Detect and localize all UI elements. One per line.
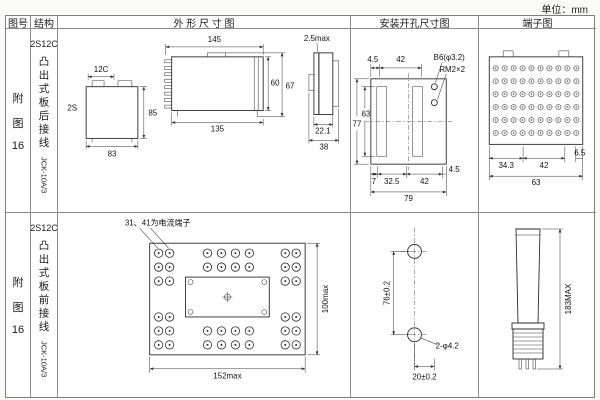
relay-front-outline (149, 242, 306, 356)
col-header-structure: 结构 (31, 16, 58, 29)
dim-height-total: 77 (353, 119, 362, 128)
dim-top-pitch: 42 (396, 55, 405, 64)
hole-diameter-label: 2-φ4.2 (436, 342, 459, 351)
wiring-type: 凸出式板前接线 (37, 240, 50, 335)
dim-total-height-max: 183MAX (564, 283, 573, 314)
terminal-cell-row2: 183MAX (479, 213, 596, 397)
relay-series: JCK-10A/3 (39, 340, 49, 377)
dim-flange-thickness: 2.5max (304, 34, 330, 43)
dim-top-offset: 4.5 (367, 55, 379, 64)
thread-spec-label: RM2×2 (439, 65, 465, 74)
terminal-diagram-front: 183MAX (511, 228, 573, 370)
dim-bottom-3: 42 (420, 177, 429, 186)
outline-drawing-front-wiring: 31、41为电流端子 (125, 217, 330, 381)
dim-height-inner: 63 (361, 110, 370, 119)
dim-side-top-width: 145 (208, 35, 222, 44)
fig-char-1: 附 (12, 92, 24, 105)
dim-label-2s: 2S (67, 104, 77, 113)
dim-hole-pitch: 76±0.2 (383, 281, 392, 305)
dim-bottom-2: 32.5 (384, 177, 400, 186)
current-terminal-note: 31、41为电流端子 (125, 217, 191, 227)
fig-number: 16 (11, 139, 25, 152)
dim-end-depth1: 22.1 (315, 126, 331, 135)
hole-spec-label: B6(φ3.2) (434, 53, 465, 62)
fig-char-2: 图 (12, 302, 24, 314)
wiring-type: 凸出式板后接线 (37, 56, 50, 151)
dim-front-width: 83 (108, 149, 117, 158)
dim-side-bottom-width: 135 (211, 124, 225, 133)
mounting-drawing-rear: 4.5 42 B6(φ3.2) RM2×2 77 63 (353, 53, 466, 203)
col-header-mounting: 安装开孔尺寸图 (351, 16, 479, 29)
terminal-grid (491, 61, 581, 141)
mounting-cell-row2: 76±0.2 2-φ4.2 20±0.2 (351, 213, 479, 397)
fig-number-row2: 附 图 16 (6, 213, 31, 397)
relay-model: 2S12C (31, 39, 58, 49)
flange-plate (313, 52, 320, 115)
dim-bottom-1: 7 (372, 177, 376, 186)
dim-bottom-total: 79 (404, 194, 413, 203)
relay-center-plate (185, 276, 270, 318)
col-header-terminal: 端子图 (479, 16, 596, 29)
dim-width-max: 152max (213, 372, 241, 381)
relay-series: JCK-10A/3 (39, 156, 49, 193)
outline-drawing-rear-wiring: 12C 2S 83 85 (67, 34, 340, 158)
terminal-cell-row1: 34.3 42 6.5 63 (479, 29, 596, 213)
mounting-cell-row1: 4.5 42 B6(φ3.2) RM2×2 77 63 (351, 29, 479, 213)
terminal-stack (512, 328, 544, 360)
unit-label: 单位：mm (541, 5, 588, 16)
dim-label-12c: 12C (94, 65, 109, 74)
spec-table: 图号 结构 外 形 尺 寸 图 安装开孔尺寸图 端子图 附 图 16 2S12C… (5, 15, 596, 398)
dim-end-depth2: 38 (319, 142, 328, 151)
dim-front-height: 85 (148, 109, 157, 118)
relay-top-profile (91, 80, 133, 87)
relay-side-body (515, 228, 541, 324)
fig-number: 16 (11, 324, 25, 336)
fig-char-2: 图 (12, 117, 24, 130)
structure-row2: 2S12C 凸出式板前接线 JCK-10A/3 (31, 213, 58, 397)
fig-char-1: 附 (12, 277, 24, 289)
relay-front-body (85, 86, 139, 139)
dim-hole-offset: 20±0.2 (412, 372, 436, 381)
relay-model: 2S12C (31, 223, 58, 233)
col-header-outline: 外 形 尺 寸 图 (58, 16, 351, 29)
dim-bottom-4: 4.5 (449, 165, 461, 174)
outline-cell-row2: 31、41为电流端子 (58, 213, 351, 397)
outline-cell-row1: 12C 2S 83 85 (58, 29, 351, 213)
dim-terminal-2: 42 (540, 161, 549, 170)
dim-side-height-outer: 67 (286, 82, 295, 91)
dim-terminal-3: 6.5 (574, 148, 586, 157)
terminal-diagram-rear: 34.3 42 6.5 63 (488, 50, 586, 187)
fig-number-row1: 附 图 16 (6, 29, 31, 213)
dim-height-max: 100max (321, 285, 330, 313)
relay-side-body (171, 56, 264, 112)
dim-terminal-total: 63 (532, 178, 541, 187)
relay-end-body (318, 52, 334, 115)
dim-side-height-inner: 60 (271, 79, 280, 88)
col-header-fig-no: 图号 (6, 16, 31, 29)
mounting-drawing-front: 76±0.2 2-φ4.2 20±0.2 (383, 227, 459, 381)
screw-hole (430, 83, 438, 91)
thread-hole (430, 99, 438, 107)
dim-terminal-1: 34.3 (498, 161, 514, 170)
structure-row1: 2S12C 凸出式板后接线 JCK-10A/3 (31, 29, 58, 213)
